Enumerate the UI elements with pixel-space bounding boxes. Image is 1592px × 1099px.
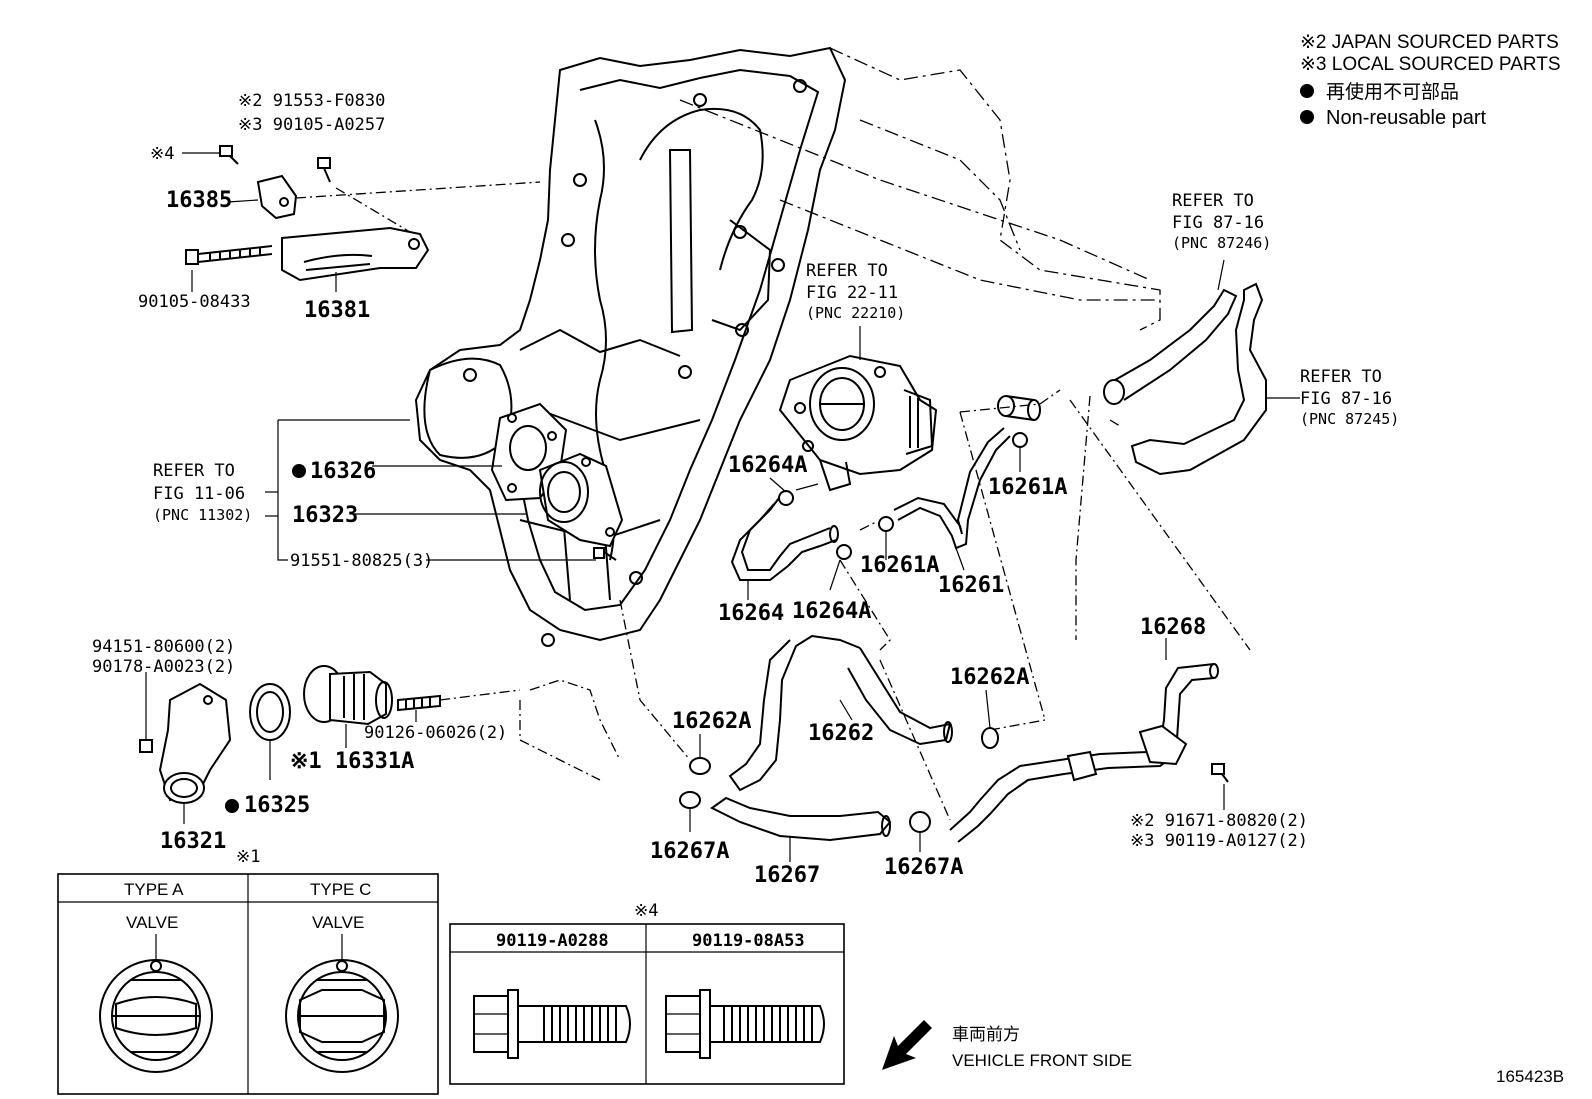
label-16326: 16326 bbox=[310, 459, 376, 484]
label-16264a-top: 16264A bbox=[728, 453, 807, 478]
label-refer-1106-line2: FIG 11-06 bbox=[153, 484, 245, 504]
label-refer-1106-line1: REFER TO bbox=[153, 461, 235, 481]
label-16261a-mid: 16261A bbox=[860, 553, 939, 578]
label-91671: ※2 91671-80820(2) bbox=[1130, 811, 1308, 831]
clamp-16264a-top bbox=[778, 490, 794, 506]
label-refer-2211-line3: (PNC 22210) bbox=[806, 304, 905, 322]
label-star4-bolt: ※4 bbox=[150, 144, 174, 164]
label-16321: 16321 bbox=[160, 829, 226, 854]
nut-94151 bbox=[139, 739, 153, 753]
label-16262: 16262 bbox=[808, 721, 874, 746]
label-90105-08433: 90105-08433 bbox=[138, 292, 251, 312]
label-16381: 16381 bbox=[304, 298, 370, 323]
label-refer-1106-line3: (PNC 11302) bbox=[153, 506, 252, 524]
label-16331a: ※1 16331A bbox=[290, 749, 414, 774]
label-16261a-right: 16261A bbox=[988, 475, 1067, 500]
label-16261: 16261 bbox=[938, 573, 1004, 598]
gasket-16325 bbox=[249, 683, 291, 741]
stud-90126 bbox=[397, 694, 441, 712]
clamp-16267a-left bbox=[679, 791, 701, 809]
bolt-91551 bbox=[593, 547, 617, 561]
label-16325: 16325 bbox=[244, 793, 310, 818]
label-refer-87245-line2: FIG 87-16 bbox=[1300, 389, 1392, 409]
label-16262a-left: 16262A bbox=[672, 709, 751, 734]
bolt-90119-a0288-figure bbox=[473, 989, 631, 1059]
note-japan-sourced: ※2 JAPAN SOURCED PARTS bbox=[1300, 32, 1559, 53]
bolt-table-col1: 90119-A0288 bbox=[496, 931, 609, 951]
label-star1: ※1 bbox=[236, 847, 260, 867]
clamp-16264a-bottom bbox=[836, 544, 852, 560]
label-91551: 91551-80825(3) bbox=[290, 551, 433, 571]
label-90126: 90126-06026(2) bbox=[364, 723, 507, 743]
note-nonreusable-jp: 再使用不可部品 bbox=[1326, 81, 1459, 103]
water-inlet-16321 bbox=[158, 682, 232, 804]
bolt-table-col2: 90119-08A53 bbox=[692, 931, 805, 951]
label-16267: 16267 bbox=[754, 863, 820, 888]
clamp-16262a-right bbox=[981, 727, 999, 749]
clamp-16267a-right bbox=[909, 811, 931, 833]
valve-type-table: TYPE A TYPE C VALVE VALVE bbox=[57, 873, 439, 1095]
nonreusable-dot bbox=[292, 464, 306, 478]
thermostat-type-a-figure bbox=[99, 934, 213, 1073]
water-inlet-housing bbox=[490, 402, 624, 548]
bolt-table-note: ※4 bbox=[634, 901, 658, 921]
clamp-16261a-right bbox=[1012, 432, 1028, 448]
timing-chain-cover bbox=[414, 46, 847, 781]
thermostat-type-c-figure bbox=[285, 934, 399, 1073]
label-94151: 94151-80600(2) bbox=[92, 637, 235, 657]
bolt-table: 90119-A0288 90119-08A53 bbox=[449, 923, 845, 1085]
valve-table-valve-a: VALVE bbox=[126, 913, 178, 932]
label-90178: 90178-A0023(2) bbox=[92, 657, 235, 677]
label-16268: 16268 bbox=[1140, 615, 1206, 640]
label-refer-2211-line2: FIG 22-11 bbox=[806, 283, 898, 303]
direction-en: VEHICLE FRONT SIDE bbox=[952, 1051, 1132, 1070]
nonreusable-dot-16325 bbox=[225, 799, 239, 813]
vehicle-front-arrow-icon bbox=[882, 1020, 932, 1070]
label-16264a-bottom: 16264A bbox=[792, 599, 871, 624]
valve-table-type-a: TYPE A bbox=[124, 880, 184, 899]
nonreusable-legend-dot-en bbox=[1300, 110, 1314, 124]
bolt-star4-small bbox=[219, 145, 239, 165]
valve-table-type-c: TYPE C bbox=[310, 880, 371, 899]
label-refer-87246-line2: FIG 87-16 bbox=[1172, 213, 1264, 233]
throttle-body bbox=[778, 354, 938, 492]
valve-table-valve-c: VALVE bbox=[312, 913, 364, 932]
label-90119-a0127: ※3 90119-A0127(2) bbox=[1130, 831, 1308, 851]
clamp-16261a-mid bbox=[878, 516, 894, 532]
label-91553: ※2 91553-F0830 bbox=[238, 91, 385, 111]
label-16264: 16264 bbox=[718, 601, 784, 626]
label-16262a-right: 16262A bbox=[950, 665, 1029, 690]
bolt-91553 bbox=[317, 157, 331, 183]
label-refer-87245-line3: (PNC 87245) bbox=[1300, 410, 1399, 428]
direction-jp: 車両前方 bbox=[952, 1025, 1020, 1044]
note-nonreusable-en: Non-reusable part bbox=[1326, 107, 1487, 129]
label-refer-87246-line1: REFER TO bbox=[1172, 191, 1254, 211]
label-refer-87245-line1: REFER TO bbox=[1300, 367, 1382, 387]
label-90105-a0257: ※3 90105-A0257 bbox=[238, 115, 385, 135]
bolt-90119-08a53-figure bbox=[665, 989, 825, 1059]
clamp-16262a-left bbox=[689, 757, 711, 775]
nonreusable-legend-dot-jp bbox=[1300, 84, 1314, 98]
label-refer-2211-line1: REFER TO bbox=[806, 261, 888, 281]
label-refer-87246-line3: (PNC 87246) bbox=[1172, 234, 1271, 252]
bracket-16381 bbox=[281, 226, 430, 282]
bracket-16385 bbox=[256, 174, 298, 220]
label-16267a-left: 16267A bbox=[650, 839, 729, 864]
note-local-sourced: ※3 LOCAL SOURCED PARTS bbox=[1300, 54, 1561, 75]
thermostat-16331a bbox=[303, 665, 393, 726]
label-16267a-right: 16267A bbox=[884, 855, 963, 880]
label-16323: 16323 bbox=[292, 503, 358, 528]
illustration-id: 165423B bbox=[1496, 1067, 1564, 1086]
bolt-90105-08433 bbox=[185, 245, 273, 265]
label-16385: 16385 bbox=[166, 188, 232, 213]
bolt-91671 bbox=[1211, 763, 1229, 783]
